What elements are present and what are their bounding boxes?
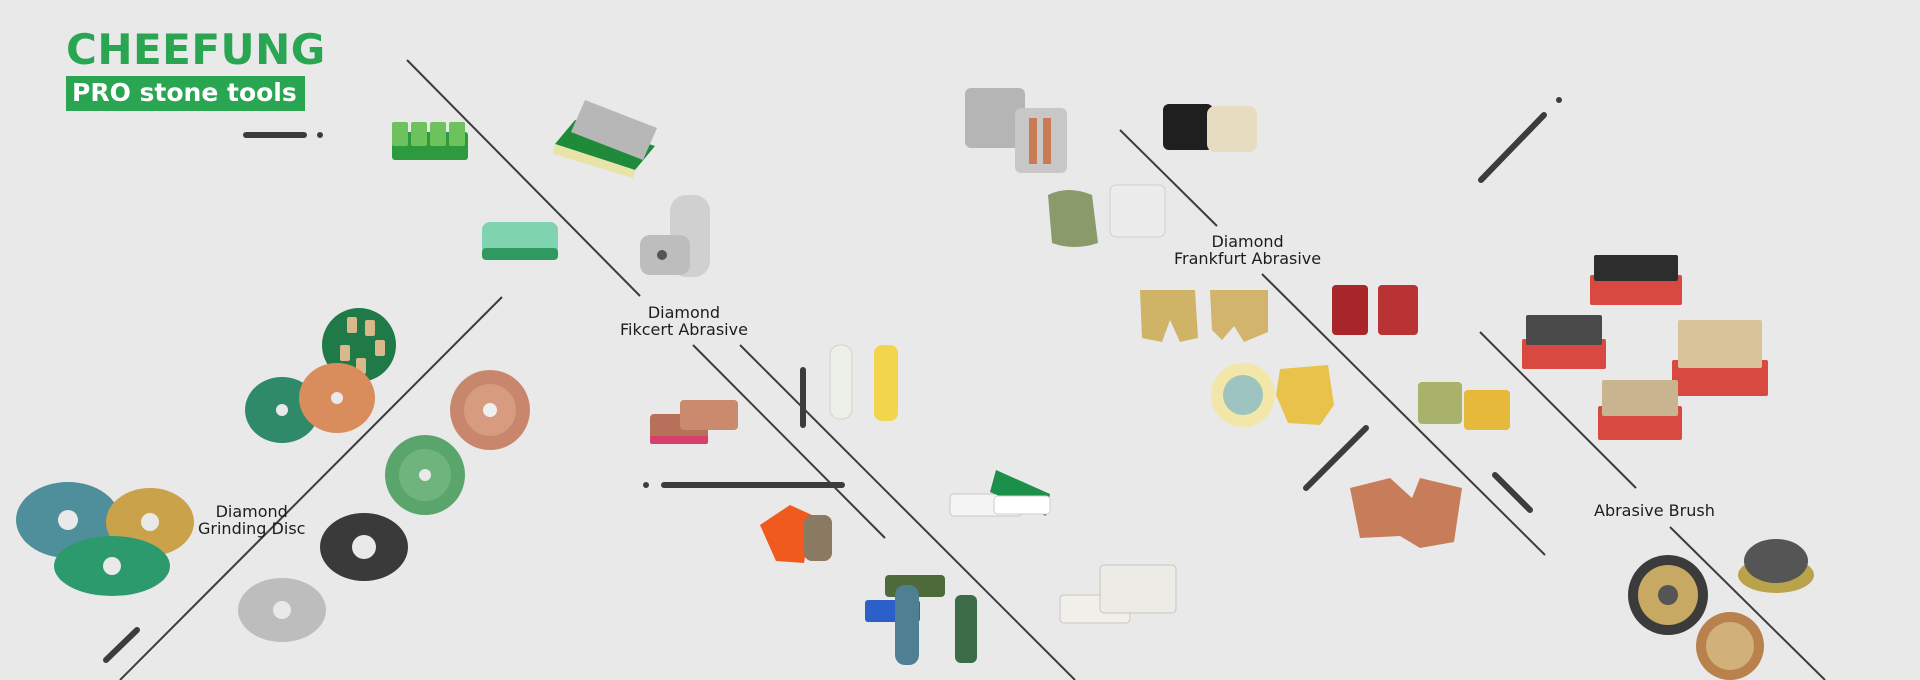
- category-fikcert-line2: Fikcert Abrasive: [620, 320, 748, 339]
- category-grinding-disc[interactable]: Diamond Grinding Disc: [198, 503, 305, 537]
- divider-lines: [119, 59, 1826, 680]
- category-grinding-disc-line1: Diamond: [215, 502, 288, 521]
- accent-strokes: [103, 112, 1547, 663]
- fikcert-products: [392, 100, 1177, 665]
- brush-products: [1522, 255, 1814, 680]
- category-fikcert-line1: Diamond: [647, 303, 721, 322]
- category-grinding-disc-line2: Grinding Disc: [198, 519, 306, 538]
- category-frankfurt-line1: Diamond: [1211, 232, 1284, 251]
- frankfurt-products: [965, 88, 1510, 548]
- category-brush[interactable]: Abrasive Brush: [1594, 502, 1715, 519]
- accent-dots: [317, 97, 1562, 488]
- brand-name: CHEEFUNG: [66, 25, 326, 74]
- grinding-disc-products: [16, 308, 530, 642]
- category-frankfurt[interactable]: Diamond Frankfurt Abrasive: [1174, 233, 1321, 267]
- category-fikcert[interactable]: Diamond Fikcert Abrasive: [620, 304, 748, 338]
- category-brush-line1: Abrasive Brush: [1594, 501, 1715, 520]
- category-frankfurt-line2: Frankfurt Abrasive: [1174, 249, 1322, 268]
- brand-tagline: PRO stone tools: [66, 76, 305, 111]
- brand-logo[interactable]: CHEEFUNG PRO stone tools: [66, 28, 326, 111]
